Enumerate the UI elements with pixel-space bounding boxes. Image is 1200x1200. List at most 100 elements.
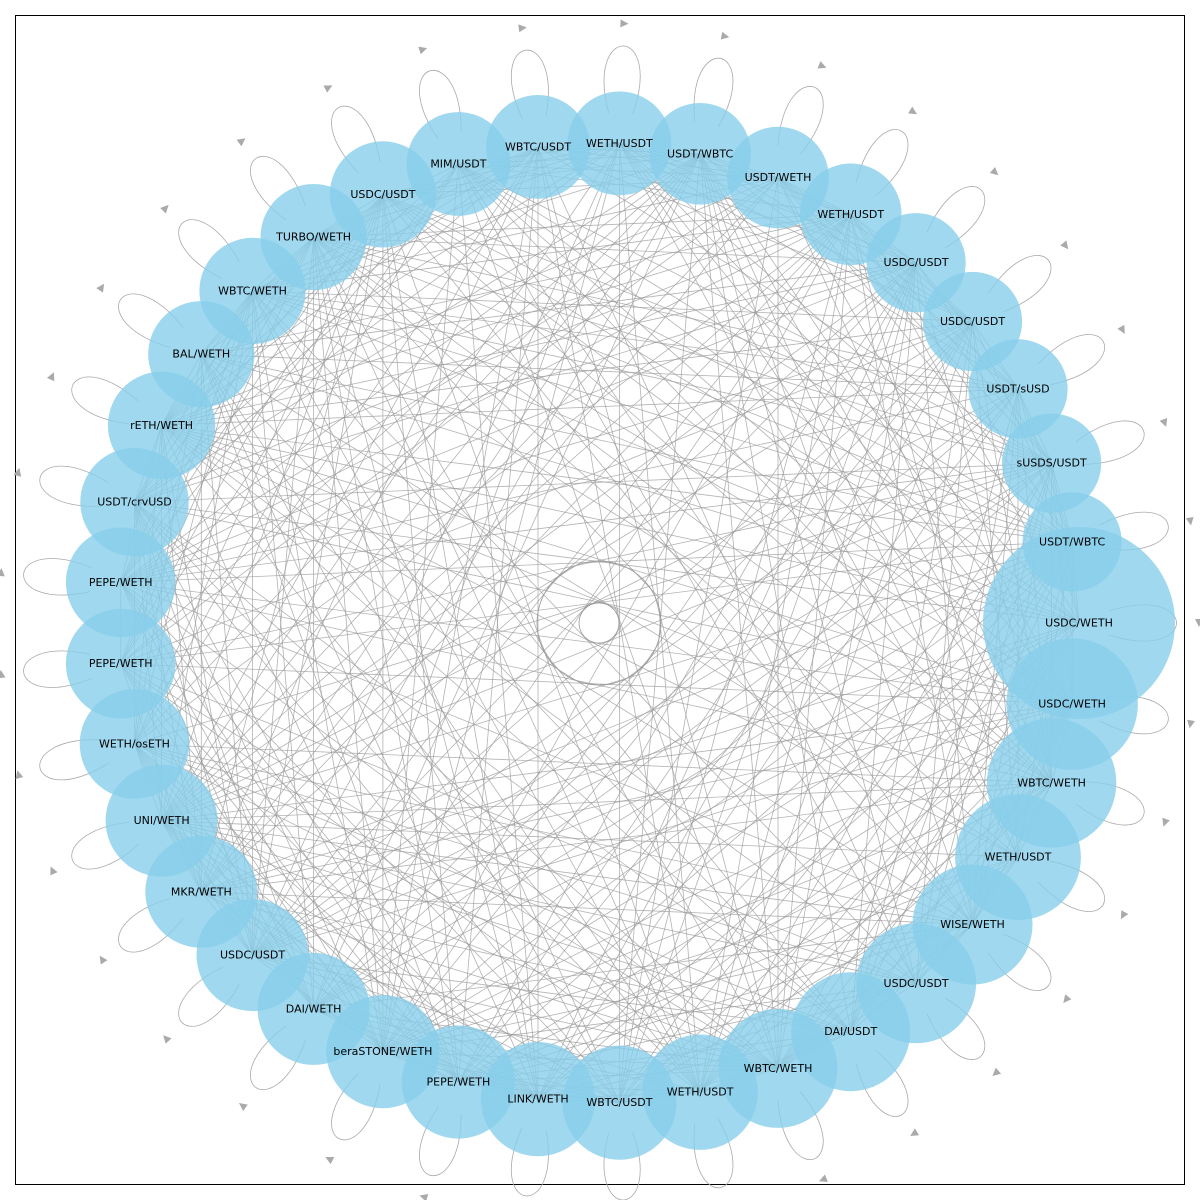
edge bbox=[161, 424, 917, 984]
edge bbox=[537, 541, 1073, 1100]
edge bbox=[382, 782, 1052, 1052]
node-layer bbox=[65, 91, 1175, 1160]
edge bbox=[537, 146, 1052, 464]
loop-arrowhead bbox=[239, 1103, 248, 1111]
self-loop bbox=[23, 650, 93, 688]
loop-arrowhead bbox=[15, 770, 24, 780]
self-loop bbox=[855, 129, 909, 196]
loop-arrowhead bbox=[1159, 418, 1168, 427]
self-loop bbox=[118, 898, 184, 953]
label-layer: USDC/WETHUSDT/WBTCsUSDS/USDTUSDT/sUSDUSD… bbox=[89, 137, 1113, 1109]
self-loop bbox=[777, 86, 824, 155]
edge bbox=[120, 581, 973, 925]
loop-arrowhead bbox=[720, 31, 730, 40]
edge bbox=[161, 425, 701, 1093]
self-loop bbox=[39, 465, 109, 507]
edge bbox=[201, 782, 1052, 893]
node-label: rETH/WETH bbox=[130, 419, 193, 432]
edge bbox=[382, 194, 1080, 624]
edge bbox=[120, 177, 779, 583]
edge bbox=[252, 703, 1073, 956]
edge bbox=[161, 424, 851, 1033]
edge bbox=[161, 177, 779, 821]
edge bbox=[201, 891, 851, 1033]
loop-arrowhead bbox=[817, 61, 827, 69]
edge bbox=[134, 743, 917, 984]
edge bbox=[382, 194, 1052, 464]
node-label: USDT/WBTC bbox=[1039, 535, 1105, 548]
edge bbox=[161, 321, 973, 426]
edge bbox=[252, 290, 314, 1009]
self-loop bbox=[331, 105, 381, 174]
edge bbox=[458, 146, 539, 1083]
edge bbox=[134, 743, 779, 1069]
plot-frame bbox=[15, 15, 1185, 1185]
edge bbox=[200, 146, 539, 892]
edge bbox=[161, 820, 779, 1069]
loop-arrowhead bbox=[0, 568, 5, 577]
center-loop bbox=[536, 560, 662, 686]
edge bbox=[313, 236, 1019, 858]
edge bbox=[161, 424, 973, 925]
edge bbox=[161, 703, 1073, 822]
edge bbox=[382, 194, 1073, 705]
loop-arrowhead bbox=[989, 167, 999, 176]
node-label: PEPE/WETH bbox=[89, 576, 153, 589]
self-loop bbox=[987, 933, 1052, 991]
edge bbox=[252, 290, 852, 1032]
edge bbox=[161, 820, 1019, 858]
edge bbox=[201, 891, 973, 925]
edge bbox=[458, 782, 1052, 1083]
edge bbox=[134, 194, 384, 745]
edge bbox=[120, 581, 779, 1069]
edge bbox=[777, 214, 852, 1069]
self-loop bbox=[23, 558, 93, 596]
node-label: WISE/WETH bbox=[940, 918, 1005, 931]
loop-arrowhead bbox=[1162, 817, 1170, 827]
edge bbox=[382, 703, 1073, 1052]
edge bbox=[252, 290, 1052, 784]
node-label: UNI/WETH bbox=[134, 814, 190, 827]
loop-arrowhead bbox=[908, 106, 917, 115]
edge bbox=[134, 146, 539, 745]
node-label: USDC/WETH bbox=[1045, 617, 1113, 630]
edge bbox=[313, 237, 459, 1083]
edge bbox=[777, 262, 917, 1069]
edge bbox=[134, 743, 973, 925]
edge bbox=[699, 214, 852, 1093]
edge bbox=[382, 622, 1080, 1052]
node-label: WETH/USDT bbox=[667, 1086, 734, 1099]
graph-node bbox=[727, 126, 829, 229]
edge bbox=[458, 163, 1073, 705]
loop-arrowhead bbox=[1063, 994, 1072, 1003]
self-loop bbox=[250, 1025, 306, 1091]
self-loop bbox=[71, 821, 140, 870]
loop-arrowhead bbox=[819, 1174, 828, 1182]
edge bbox=[134, 501, 620, 1103]
edge bbox=[120, 663, 1073, 705]
edge bbox=[382, 194, 1052, 784]
edge bbox=[699, 321, 973, 1093]
edge bbox=[120, 213, 851, 583]
edge bbox=[915, 262, 973, 925]
edge bbox=[134, 262, 917, 503]
self-loop bbox=[603, 45, 641, 115]
node-label: USDT/sUSD bbox=[986, 382, 1049, 395]
loop-arrowhead bbox=[620, 19, 629, 28]
edge bbox=[161, 262, 917, 426]
graph-node bbox=[649, 103, 751, 205]
edge bbox=[313, 236, 779, 1069]
loop-arrowhead bbox=[160, 204, 169, 214]
edge bbox=[134, 743, 1052, 784]
node-label: USDT/crvUSD bbox=[97, 496, 172, 509]
edge bbox=[382, 194, 1073, 543]
edge bbox=[200, 354, 539, 1100]
edge bbox=[161, 424, 1073, 705]
edge bbox=[201, 541, 1073, 893]
edge bbox=[252, 213, 851, 292]
center-loop bbox=[578, 602, 620, 644]
node-label: TURBO/WETH bbox=[275, 231, 351, 244]
node-label: USDC/USDT bbox=[940, 315, 1005, 328]
edge bbox=[458, 262, 917, 1083]
